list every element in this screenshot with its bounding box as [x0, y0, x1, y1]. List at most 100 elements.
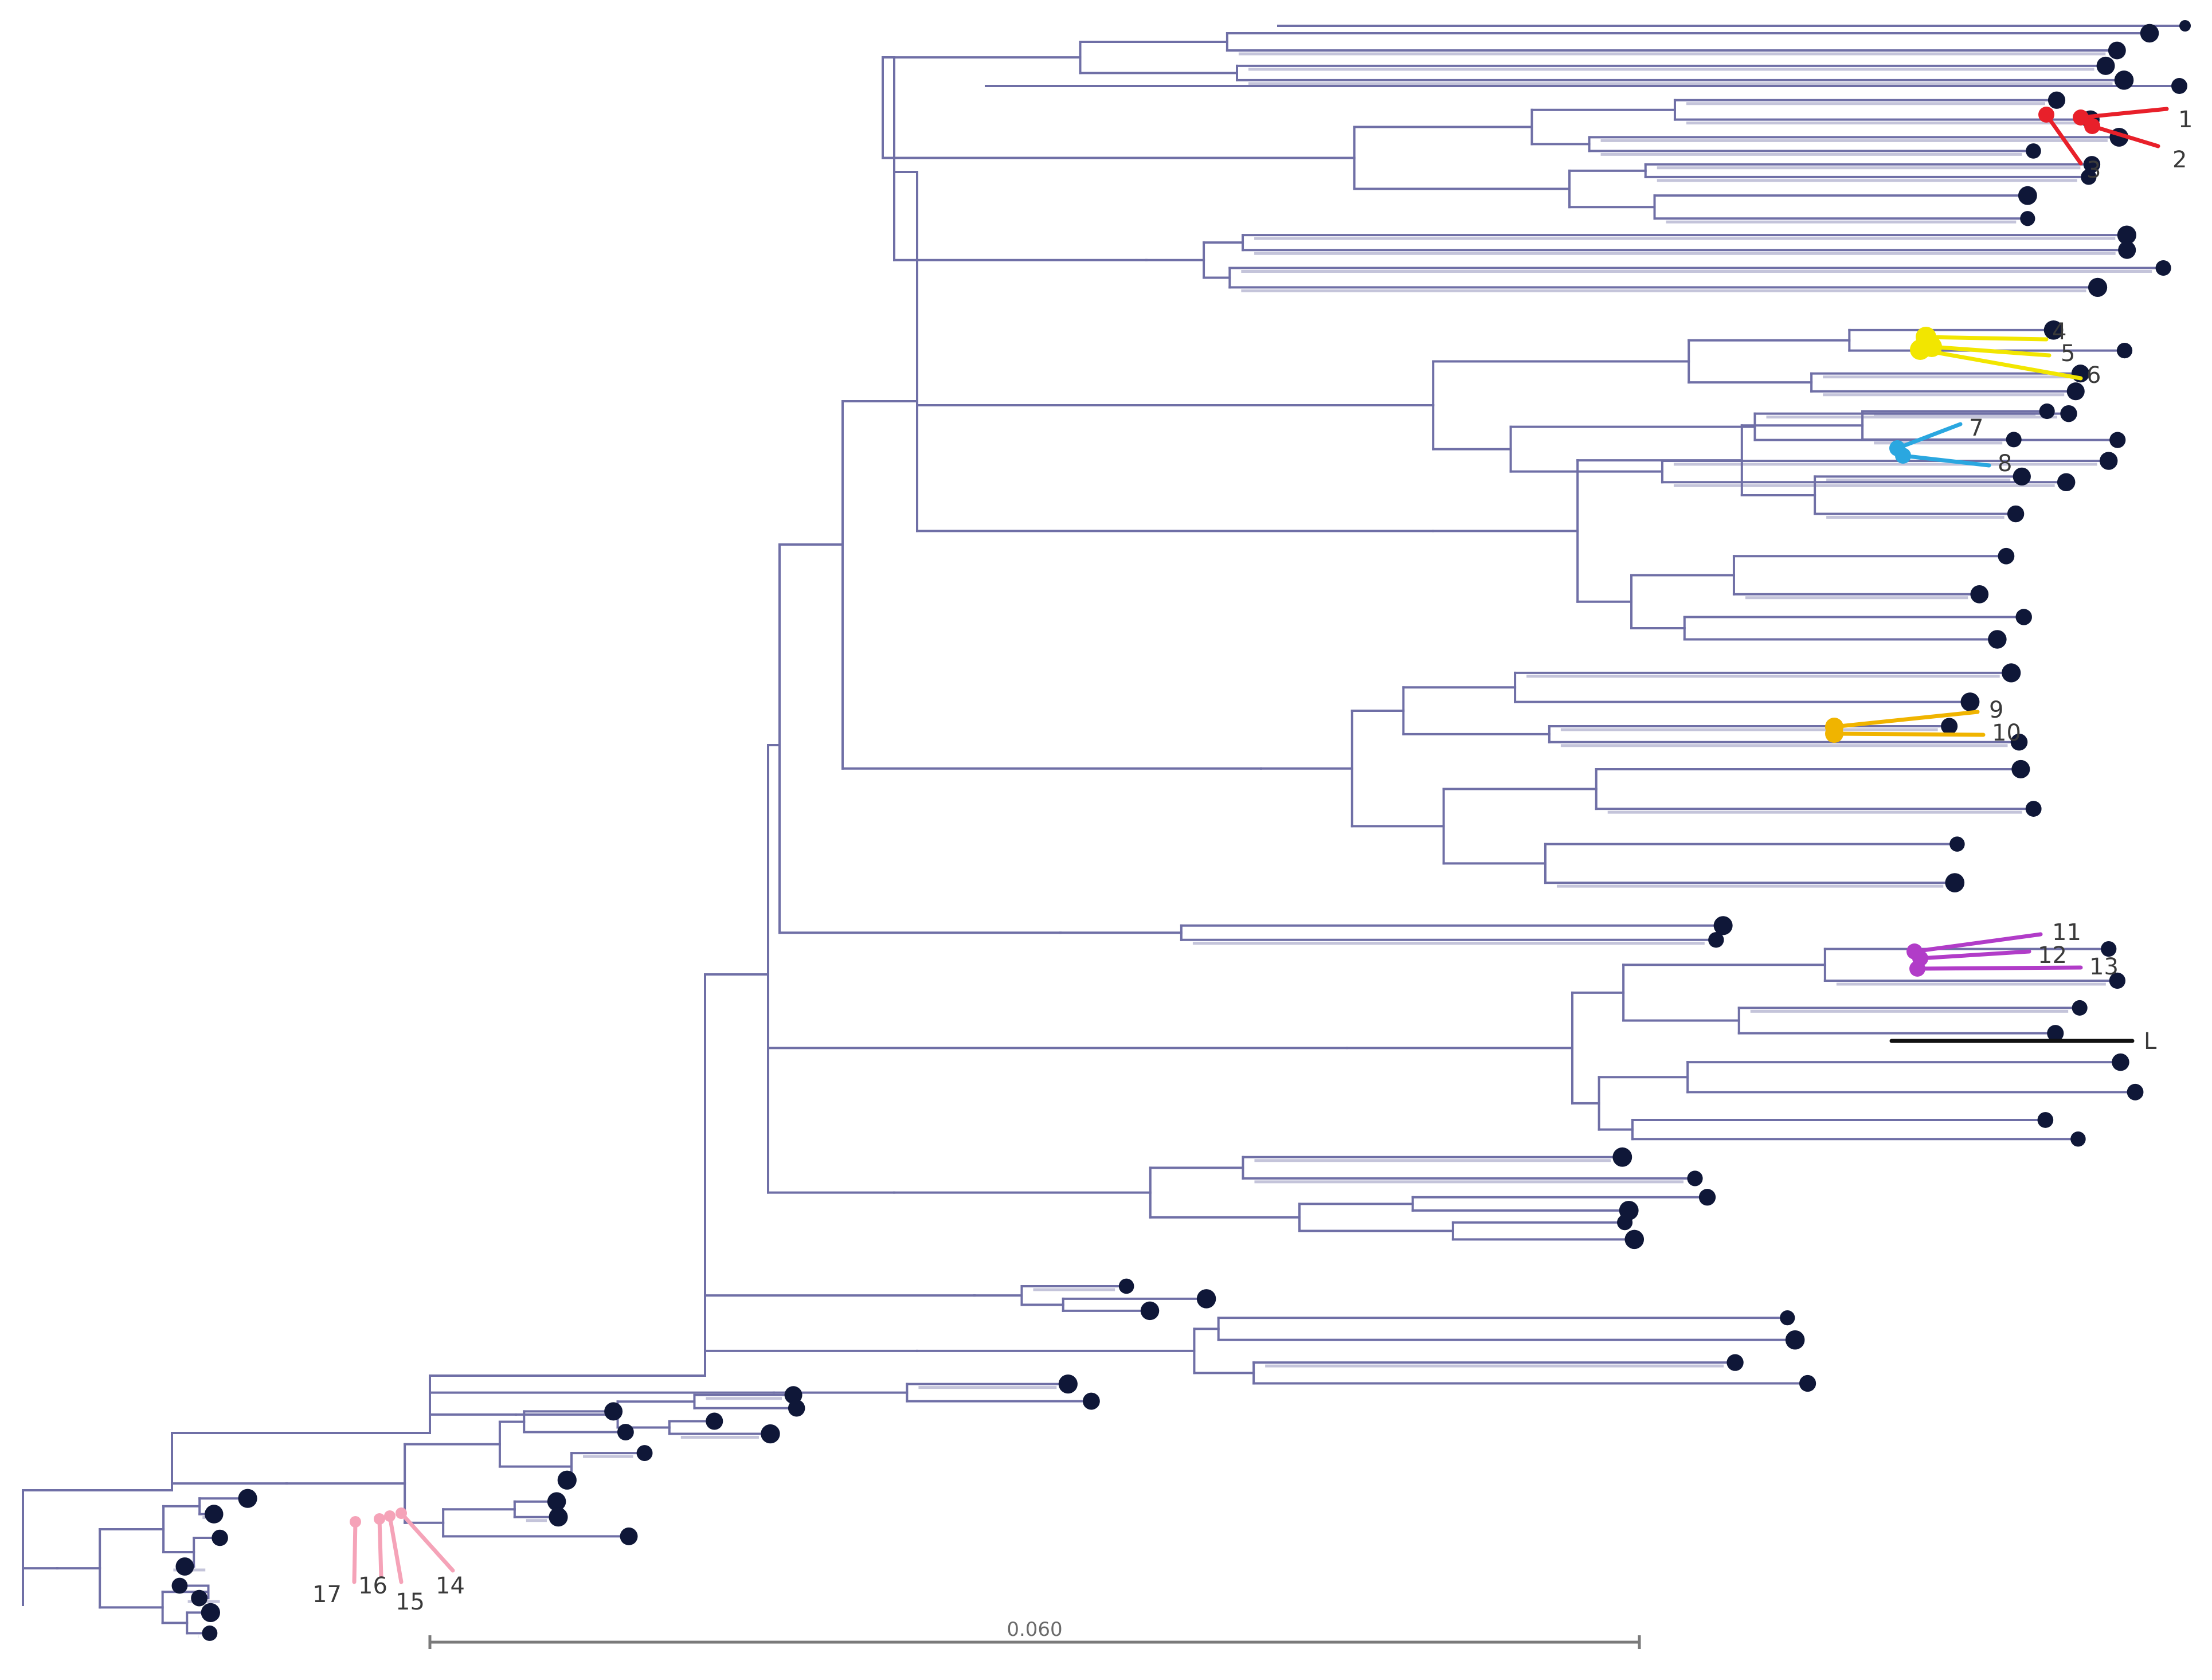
tip-marker: [1082, 1392, 1100, 1410]
tip-marker: [2037, 1112, 2054, 1128]
tip-marker: [2081, 169, 2097, 185]
tip-marker: [2096, 56, 2115, 75]
tip-marker: [1058, 1374, 1078, 1394]
tip-marker: [620, 1527, 638, 1545]
tip-marker: [557, 1470, 577, 1490]
annotation-label-red: 3: [2086, 157, 2101, 183]
annotation-label-pink: 17: [312, 1581, 342, 1608]
annotation-label-red: 1: [2178, 107, 2193, 133]
tip-marker: [2006, 432, 2022, 448]
tip-marker: [2101, 941, 2117, 957]
annotation-arrow-purple: [1912, 932, 2043, 954]
tip-marker: [2109, 972, 2126, 989]
annotation-marker-pink: [396, 1507, 407, 1519]
annotation-arrow-pink: [387, 1514, 404, 1584]
annotation-marker-pink: [350, 1516, 361, 1528]
tip-marker: [706, 1412, 723, 1430]
annotation-arrow-yellow: [1918, 347, 2083, 381]
annotation-marker-blue: [1895, 448, 1911, 464]
annotation-marker-purple: [1909, 961, 1925, 977]
tip-marker: [1949, 836, 1965, 852]
annotation-marker-pink: [374, 1513, 385, 1525]
tip-marker: [1624, 1229, 1645, 1250]
tip-marker: [1941, 718, 1958, 735]
tip-marker: [2117, 225, 2136, 245]
annotation-label-purple: 12: [2038, 942, 2067, 969]
annotation-arrow-blue: [1895, 422, 1963, 451]
tip-marker: [547, 1492, 566, 1511]
tip-marker: [2018, 186, 2037, 205]
annotation-label-black: L: [2144, 1028, 2157, 1055]
tip-marker: [2015, 609, 2032, 625]
annotation-label-pink: 15: [396, 1589, 425, 1615]
tip-marker: [2155, 260, 2171, 276]
tip-marker: [2010, 733, 2028, 751]
tip-marker: [2099, 452, 2118, 470]
annotation-marker-red: [2038, 107, 2054, 123]
annotation-label-blue: 8: [1998, 451, 2012, 477]
tip-marker: [2116, 342, 2133, 359]
tip-marker: [1687, 1170, 1703, 1186]
tip-marker: [2011, 759, 2030, 779]
annotation-arrow-purple: [1918, 949, 2031, 961]
annotation-label-orange: 9: [1989, 697, 2003, 723]
tip-marker: [2039, 403, 2055, 420]
tip-marker: [2088, 277, 2108, 297]
annotation-label-purple: 11: [2052, 919, 2081, 946]
tip-marker: [2026, 143, 2041, 159]
tip-marker: [604, 1402, 623, 1421]
annotation-arrow-pink: [377, 1517, 383, 1579]
tip-marker: [201, 1603, 220, 1623]
tip-marker: [2060, 405, 2077, 422]
tip-marker: [1140, 1301, 1160, 1321]
annotation-label-yellow: 6: [2086, 362, 2101, 389]
tip-marker: [2013, 467, 2031, 486]
tip-marker: [761, 1424, 780, 1444]
tip-marker: [1945, 873, 1965, 892]
tip-marker: [2057, 473, 2076, 492]
tip-marker: [784, 1386, 802, 1404]
tip-marker: [1708, 932, 1724, 948]
tip-marker: [1799, 1374, 1816, 1392]
tip-marker: [1698, 1189, 1716, 1206]
tip-marker: [1785, 1330, 1805, 1350]
annotation-arrow-red: [2078, 107, 2169, 120]
annotation-arrow-orange: [1832, 710, 1980, 729]
tip-marker: [2007, 505, 2025, 523]
annotation-label-pink: 14: [436, 1573, 465, 1599]
tip-marker: [2070, 1131, 2086, 1147]
annotation-arrow-red: [2044, 112, 2083, 166]
tip-marker: [2127, 1083, 2144, 1101]
tip-marker: [238, 1489, 257, 1508]
tip-marker: [2002, 663, 2021, 683]
tip-marker: [2047, 1025, 2064, 1042]
tip-marker: [2112, 1053, 2129, 1071]
annotation-label-yellow: 4: [2052, 319, 2066, 345]
tip-marker: [1780, 1310, 1795, 1326]
annotation-marker-orange: [1825, 725, 1843, 743]
annotation-arrow-pink: [352, 1520, 358, 1584]
tip-marker: [2043, 320, 2064, 340]
tip-marker: [2047, 91, 2066, 109]
tip-marker: [1713, 916, 1733, 935]
annotation-arrow-purple: [1915, 965, 2083, 971]
annotation-label-blue: 7: [1969, 415, 1983, 441]
tip-marker: [212, 1529, 228, 1546]
tip-marker: [204, 1505, 224, 1524]
annotation-label-orange: 10: [1992, 720, 2021, 746]
scale-bar-label: 0.060: [1007, 1618, 1062, 1641]
tip-marker: [171, 1577, 188, 1594]
tip-marker: [1726, 1354, 1744, 1371]
tip-marker: [1612, 1147, 1632, 1167]
tip-marker: [1970, 585, 1989, 604]
annotation-arrow-yellow: [1929, 344, 2052, 358]
annotation-marker-yellow: [1910, 339, 1931, 360]
tree-branches: [22, 25, 2185, 1635]
annotation-arrow-orange: [1832, 731, 1986, 737]
tip-marker: [2114, 71, 2134, 90]
scale-bar: 0.060: [428, 1618, 1641, 1649]
tip-marker: [2066, 382, 2085, 401]
tip-marker: [1998, 547, 2015, 565]
